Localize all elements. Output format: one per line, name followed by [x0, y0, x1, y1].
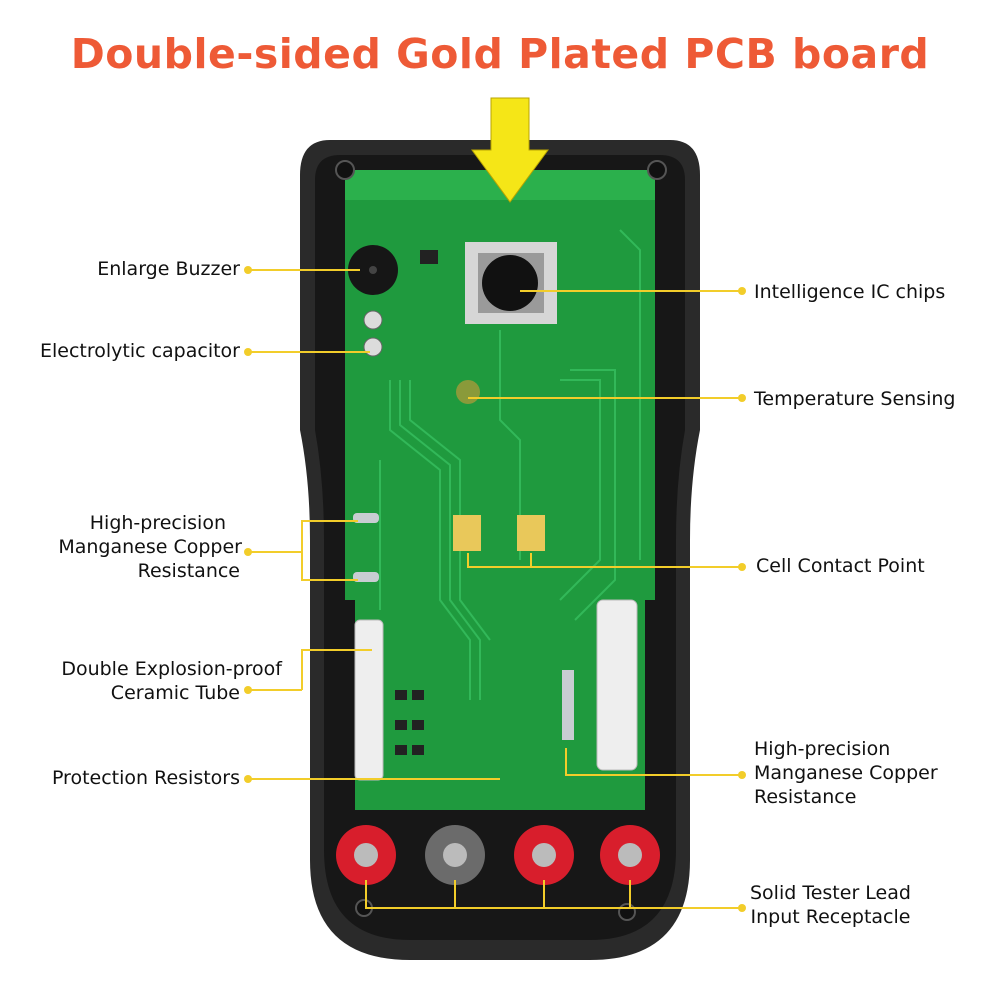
label-hp-resistance-left-line3: Resistance — [137, 560, 240, 582]
input-jacks — [336, 825, 660, 885]
label-ceramic-tube-line2: Ceramic Tube — [110, 682, 240, 704]
label-hp-resistance-right-line2: Manganese Copper — [754, 762, 938, 784]
label-intelligence-ic: Intelligence IC chips — [754, 281, 946, 303]
ceramic-tube-left — [354, 619, 384, 781]
temperature-sensor — [456, 380, 480, 404]
electrolytic-capacitor — [363, 310, 383, 330]
label-hp-resistance-left-line2: Manganese Copper — [58, 536, 242, 558]
label-electrolytic-capacitor: Electrolytic capacitor — [39, 340, 240, 362]
label-hp-resistance-left-line1: High-precision — [89, 512, 226, 534]
cell-contact-pad-left — [453, 515, 481, 551]
label-tester-lead-line1: Solid Tester Lead — [750, 882, 911, 904]
screw-holes — [335, 160, 667, 921]
ceramic-tube-right — [596, 599, 638, 771]
label-ceramic-tube-line1: Double Explosion-proof — [61, 658, 282, 680]
label-tester-lead-line2: Input Receptacle — [750, 906, 911, 928]
label-enlarge-buzzer: Enlarge Buzzer — [97, 258, 240, 280]
label-temperature-sensing: Temperature Sensing — [754, 388, 956, 410]
pcb-board — [345, 170, 655, 810]
label-hp-resistance-right-line1: High-precision — [754, 738, 891, 760]
label-hp-resistance-left: High-precision Manganese Copper Resistan… — [58, 511, 242, 583]
leader-dots — [244, 266, 746, 912]
label-hp-resistance-right-line3: Resistance — [754, 786, 857, 808]
pcb-traces — [379, 229, 641, 700]
page-title: Double-sided Gold Plated PCB board — [70, 30, 930, 78]
smd-components — [395, 250, 438, 755]
yellow-arrow — [471, 97, 549, 203]
resistor-left-bottom — [353, 572, 379, 582]
resistor-right — [562, 670, 574, 740]
resistor-left-top — [353, 513, 379, 523]
label-protection-resistors: Protection Resistors — [51, 767, 240, 789]
leader-lines — [248, 269, 742, 909]
label-ceramic-tube: Double Explosion-proof Ceramic Tube — [61, 657, 282, 705]
label-cell-contact: Cell Contact Point — [756, 555, 925, 577]
label-hp-resistance-right: High-precision Manganese Copper Resistan… — [754, 737, 938, 809]
ic-chip-blob — [482, 255, 538, 311]
label-tester-lead: Solid Tester Lead Input Receptacle — [750, 881, 911, 929]
cell-contact-pad-right — [517, 515, 545, 551]
